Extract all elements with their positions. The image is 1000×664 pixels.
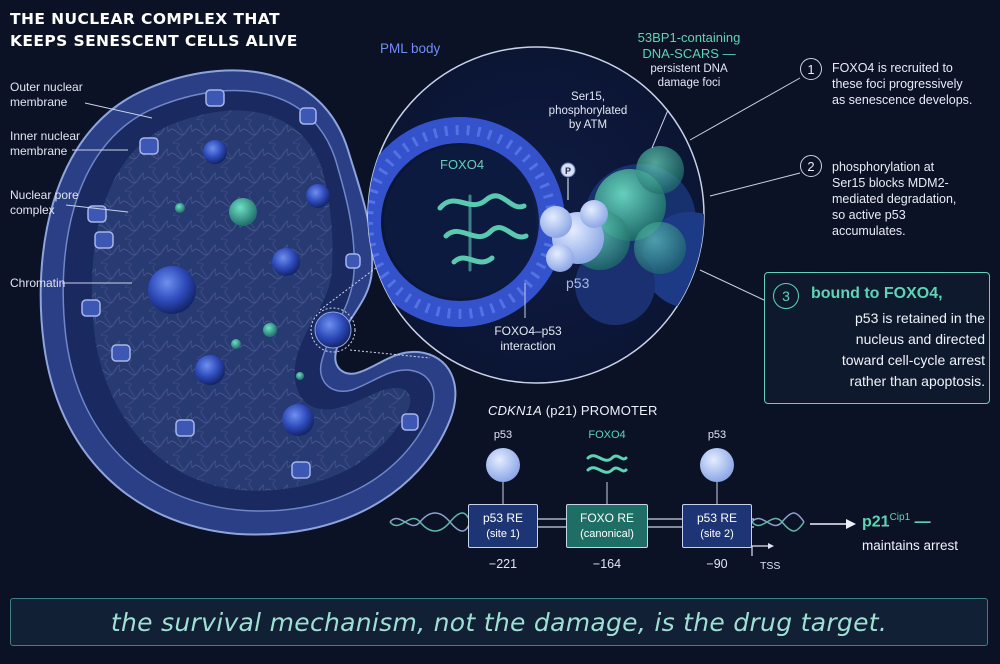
step-3-number: 3	[773, 283, 799, 309]
tss-arrow	[751, 545, 770, 556]
bottom-banner-text: the survival mechanism, not the damage, …	[110, 607, 888, 637]
phospho-marker	[560, 162, 576, 178]
pml-body-label: PML body	[380, 41, 441, 56]
diagram-title: THE NUCLEAR COMPLEX THAT KEEPS SENESCENT…	[10, 10, 298, 50]
promoter-title: CDKN1A (p21) PROMOTER	[488, 403, 658, 418]
nuclear-pore-complexes	[81, 89, 419, 479]
zoom-source-body	[314, 311, 352, 349]
p21-output-desc: maintains arrest	[862, 538, 959, 553]
p53-label: p53	[566, 275, 590, 291]
p53-protein	[540, 200, 608, 272]
dna-scars-cluster	[570, 146, 704, 325]
bottom-banner: the survival mechanism, not the damage, …	[10, 598, 988, 646]
step-2-number: 2	[800, 155, 822, 177]
position-foxo: −164	[592, 557, 622, 571]
factor-p53-2-label: p53	[707, 429, 727, 441]
p21-output: p21Cip1 —	[862, 512, 931, 531]
dna-scars-label: 53BP1-containing DNA-SCARS — persistent …	[637, 30, 741, 89]
tss-label: TSS	[760, 560, 781, 572]
interaction-label: FOXO4–p53 interaction	[494, 324, 562, 353]
foxo-re-canonical: FOXO RE(canonical)	[566, 504, 648, 548]
promoter-factors	[486, 448, 734, 504]
p53-re-site2: p53 RE(site 2)	[682, 504, 752, 548]
step-3-heading: bound to FOXO4,	[811, 285, 943, 302]
factor-foxo4-label: FOXO4	[588, 429, 626, 441]
position-site1: −221	[488, 557, 518, 571]
ser15-label: Ser15, phosphorylated by ATM	[548, 91, 628, 131]
p53-re-site1: p53 RE(site 1)	[468, 504, 538, 548]
foxo4-protein	[437, 193, 529, 272]
phospho-label: P	[564, 166, 571, 176]
nuclear-body	[148, 266, 196, 314]
step-1-number: 1	[800, 58, 822, 80]
factor-p53-1-label: p53	[493, 429, 513, 441]
chromatin-label: Chromatin	[10, 276, 66, 290]
step-3-box: 3 bound to FOXO4, p53 is retained in the…	[764, 272, 990, 404]
foxo4-label: FOXO4	[440, 157, 485, 172]
position-site2: −90	[706, 557, 728, 571]
